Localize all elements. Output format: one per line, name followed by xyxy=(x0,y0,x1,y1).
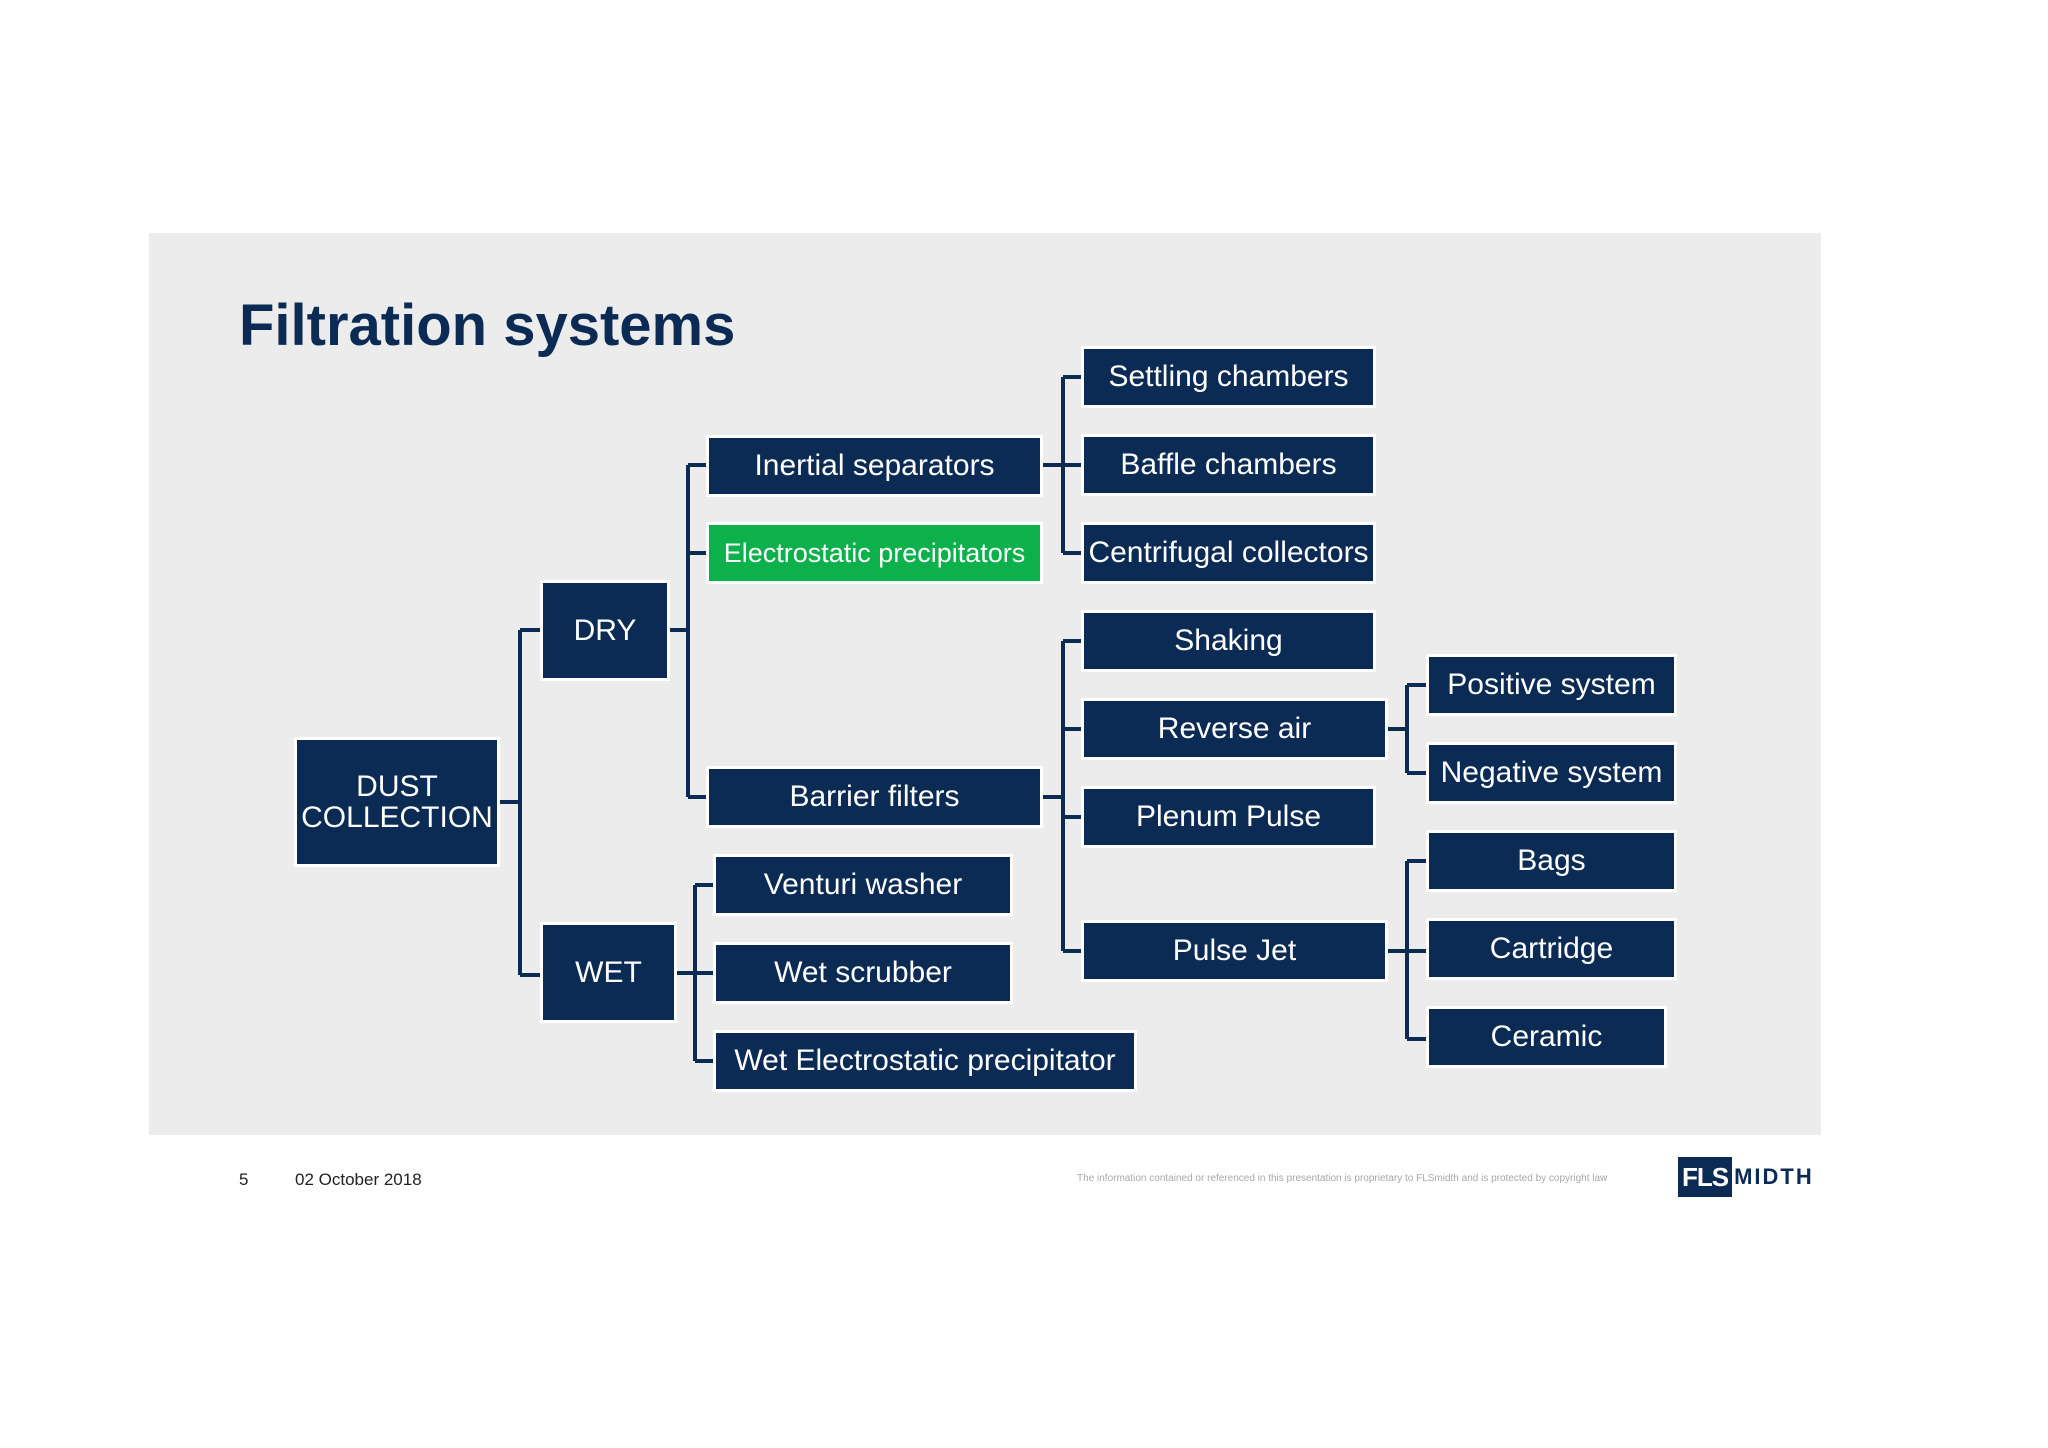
node-bags: Bags xyxy=(1426,830,1677,892)
page-number: 5 xyxy=(239,1170,249,1189)
logo-box: FLS xyxy=(1678,1157,1733,1197)
node-settling-chambers: Settling chambers xyxy=(1081,346,1376,408)
node-venturi-washer: Venturi washer xyxy=(713,854,1013,916)
node-electrostatic-precipitators: Electrostatic precipitators xyxy=(706,522,1043,584)
node-dry: DRY xyxy=(540,580,670,681)
node-negative-system: Negative system xyxy=(1426,742,1677,804)
node-pulse-jet: Pulse Jet xyxy=(1081,920,1388,982)
slide-title: Filtration systems xyxy=(239,293,736,358)
node-cartridge: Cartridge xyxy=(1426,918,1677,980)
node-barrier-filters: Barrier filters xyxy=(706,766,1043,828)
node-positive-system: Positive system xyxy=(1426,654,1677,716)
node-ceramic: Ceramic xyxy=(1426,1006,1667,1068)
node-plenum-pulse: Plenum Pulse xyxy=(1081,786,1376,848)
footer-date: 02 October 2018 xyxy=(295,1170,422,1189)
node-wet: WET xyxy=(540,922,677,1023)
node-reverse-air: Reverse air xyxy=(1081,698,1388,760)
node-baffle-chambers: Baffle chambers xyxy=(1081,434,1376,496)
logo-wordmark: MIDTH xyxy=(1734,1164,1814,1189)
node-shaking: Shaking xyxy=(1081,610,1376,672)
footer-disclaimer: The information contained or referenced … xyxy=(1077,1173,1608,1184)
node-inertial-separators: Inertial separators xyxy=(706,435,1043,497)
node-dust-collection: DUST COLLECTION xyxy=(294,737,500,867)
flsmidth-logo: FLS MIDTH xyxy=(1678,1157,1814,1197)
node-wet-electrostatic-precipitator: Wet Electrostatic precipitator xyxy=(713,1030,1137,1092)
node-wet-scrubber: Wet scrubber xyxy=(713,942,1013,1004)
node-centrifugal-collectors: Centrifugal collectors xyxy=(1081,522,1376,584)
